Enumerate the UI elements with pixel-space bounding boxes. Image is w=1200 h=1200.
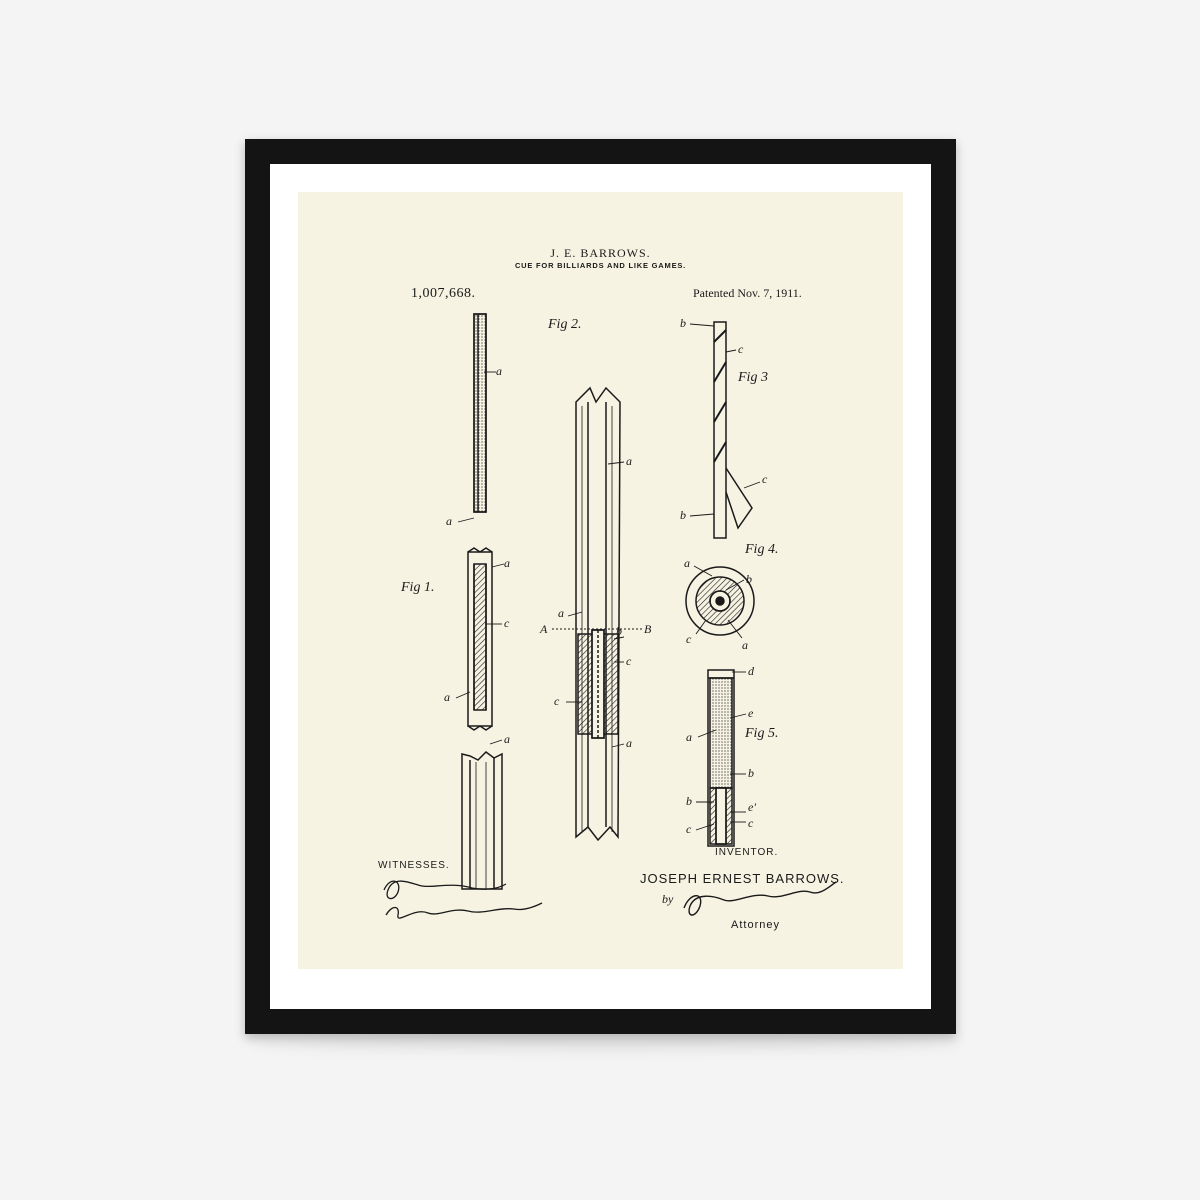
ref-label: a <box>444 690 450 704</box>
ref-label: A <box>540 622 548 636</box>
ref-label: a <box>504 732 510 746</box>
ref-label: c <box>504 616 510 630</box>
ref-label: a <box>686 730 692 744</box>
picture-frame: J. E. BARROWS. CUE FOR BILLIARDS AND LIK… <box>245 139 956 1034</box>
fig1-drawing <box>461 313 503 890</box>
ref-label: a <box>684 556 690 570</box>
ref-label: c <box>554 694 560 708</box>
inventor-name: JOSEPH ERNEST BARROWS. <box>640 871 845 886</box>
attorney-signature <box>683 881 837 916</box>
fig4-label: Fig 4. <box>745 542 779 557</box>
frame-shadow <box>252 1036 962 1050</box>
ref-label: a <box>626 454 632 468</box>
ref-label: b <box>748 766 754 780</box>
ref-label: d <box>748 664 754 678</box>
patent-date: Patented Nov. 7, 1911. <box>693 286 802 300</box>
ref-label: c <box>738 342 744 356</box>
fig1-label: Fig 1. <box>401 580 435 595</box>
by-label: by <box>662 892 674 906</box>
ref-label: c <box>686 822 692 836</box>
inventor-short-name: J. E. BARROWS. <box>550 246 651 260</box>
ref-label: c <box>686 632 692 646</box>
ref-label: a <box>446 514 452 528</box>
ref-label: e' <box>748 800 756 814</box>
white-mat: J. E. BARROWS. CUE FOR BILLIARDS AND LIK… <box>270 164 931 1009</box>
ref-label: a <box>558 606 564 620</box>
ref-label: c <box>748 816 754 830</box>
ref-label: b <box>686 794 692 808</box>
fig5-label: Fig 5. <box>745 726 779 741</box>
inventor-label: INVENTOR. <box>715 847 779 858</box>
fig5-drawing <box>707 669 735 847</box>
ref-label: a <box>626 736 632 750</box>
ref-label: b <box>680 508 686 522</box>
attorney-label: Attorney <box>731 919 780 931</box>
witness-signatures <box>383 880 543 919</box>
patent-print: J. E. BARROWS. CUE FOR BILLIARDS AND LIK… <box>298 192 903 969</box>
fig3-drawing <box>713 321 753 539</box>
patent-number: 1,007,668. <box>411 286 476 301</box>
witnesses-label: WITNESSES. <box>378 860 450 871</box>
fig3-label: Fig 3 <box>738 370 768 385</box>
ref-label: a <box>742 638 748 652</box>
ref-label: c <box>626 654 632 668</box>
ref-label: b <box>616 624 622 638</box>
patent-title: CUE FOR BILLIARDS AND LIKE GAMES. <box>514 261 687 270</box>
fig4-drawing <box>685 566 755 636</box>
fig2-label: Fig 2. <box>548 317 582 332</box>
patent-drawing <box>383 313 837 919</box>
ref-label: e <box>748 706 754 720</box>
ref-label: B <box>644 622 652 636</box>
fig2-drawing <box>552 386 644 842</box>
ref-label: b <box>680 316 686 330</box>
ref-label: a <box>504 556 510 570</box>
ref-label: a <box>496 364 502 378</box>
ref-label: b <box>746 572 752 586</box>
ref-label: c <box>762 472 768 486</box>
